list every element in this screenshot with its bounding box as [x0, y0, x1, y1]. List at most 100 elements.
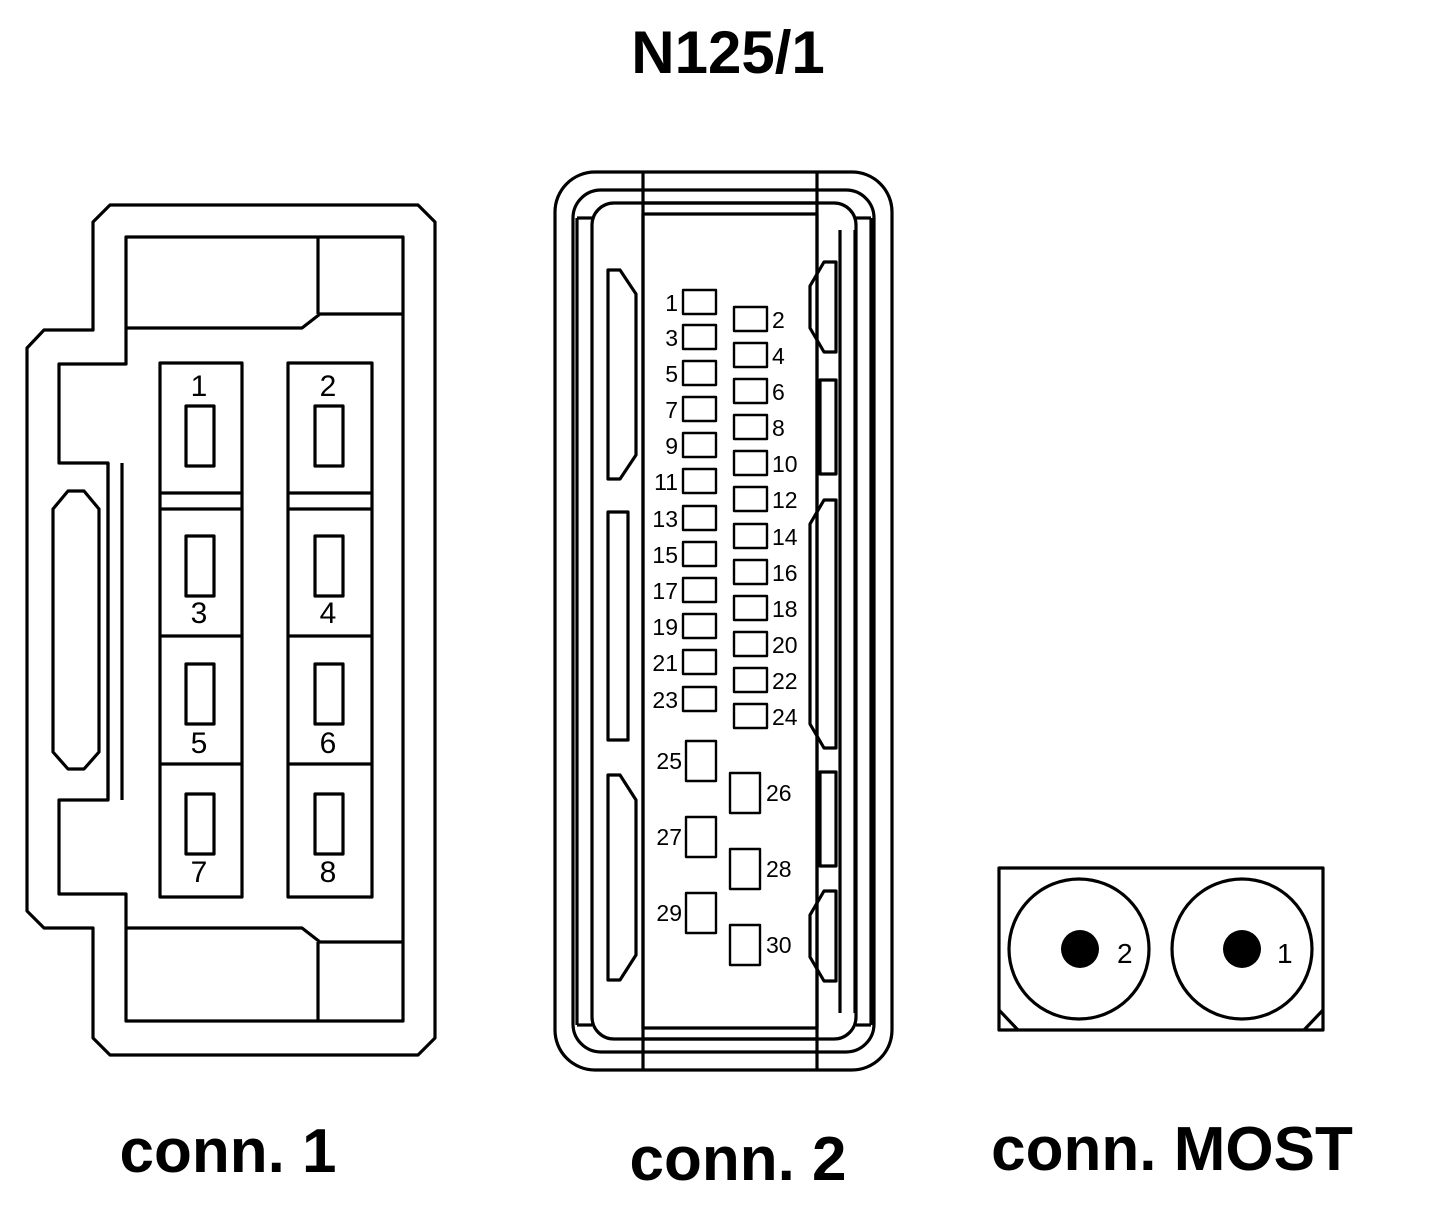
- conn2-pin-label: 1: [665, 290, 678, 316]
- conn2-pin-label: 10: [772, 451, 798, 477]
- conn1-pin-terminal: [313, 404, 345, 468]
- conn1-pin-label: 6: [320, 727, 337, 760]
- conn1-pin-label: 1: [191, 370, 208, 403]
- conn2-pin-terminal: [732, 413, 769, 441]
- conn2-pin-label: 11: [654, 469, 678, 495]
- connector-most-housing: [997, 866, 1325, 1032]
- conn2-pin-label: 6: [772, 379, 785, 405]
- conn2-pin: 3: [665, 323, 718, 351]
- connector-2-pins: 1234567891011121314151617181920212223242…: [652, 288, 798, 967]
- conn1-pin-terminal: [184, 792, 216, 856]
- conn2-pin-label: 13: [652, 506, 678, 532]
- conn2-pin-label: 20: [772, 632, 798, 658]
- conn2-pin-label: 25: [656, 748, 682, 774]
- connector-2-caption: conn. 2: [629, 1125, 846, 1194]
- conn2-pin-terminal: [681, 612, 718, 640]
- connector-1-caption: conn. 1: [119, 1117, 336, 1186]
- conn2-pin-terminal: [681, 323, 718, 351]
- conn2-pin-terminal: [732, 341, 769, 369]
- conn2-pin: 22: [732, 666, 798, 694]
- conn2-pin-terminal: [728, 847, 762, 891]
- conn2-pin: 2: [732, 305, 785, 333]
- conn2-pin-label: 27: [656, 824, 682, 850]
- conn2-pin-label: 23: [652, 687, 678, 713]
- conn2-pin-terminal: [684, 815, 718, 859]
- conn2-pin-label: 22: [772, 668, 798, 694]
- conn1-pin-terminal: [184, 662, 216, 726]
- conn2-pin-terminal: [681, 504, 718, 532]
- conn1-pin-terminal: [313, 534, 345, 598]
- conn2-pin: 24: [732, 702, 798, 730]
- most-pin-contact: [1223, 930, 1261, 968]
- connector-2-housing: [553, 170, 894, 1072]
- connector-most-caption: conn. MOST: [991, 1115, 1353, 1184]
- conn2-pin: 28: [728, 847, 792, 891]
- conn2-pin: 12: [732, 485, 798, 513]
- conn2-pin-terminal: [681, 395, 718, 423]
- most-pin: 1: [1223, 930, 1293, 969]
- conn2-pin-label: 19: [652, 614, 678, 640]
- conn2-pin-label: 17: [652, 578, 678, 604]
- conn1-pin-label: 7: [191, 856, 208, 889]
- conn2-pin-label: 14: [772, 524, 798, 550]
- conn1-pin-terminal: [184, 404, 216, 468]
- conn2-pin: 11: [654, 467, 718, 495]
- conn2-pin: 25: [656, 739, 718, 783]
- conn1-pin-label: 5: [191, 727, 208, 760]
- conn1-pin: 8: [313, 792, 345, 889]
- conn2-pin-label: 8: [772, 415, 785, 441]
- conn1-pin-label: 2: [320, 370, 337, 403]
- conn2-pin: 10: [732, 449, 798, 477]
- conn2-pin: 27: [656, 815, 718, 859]
- conn2-pin-terminal: [732, 522, 769, 550]
- conn2-pin-terminal: [728, 923, 762, 967]
- conn1-pin: 5: [184, 662, 216, 760]
- conn2-pin: 1: [665, 288, 718, 316]
- conn1-pin: 3: [184, 534, 216, 630]
- conn2-pin-label: 3: [665, 325, 678, 351]
- conn2-pin: 29: [656, 891, 718, 935]
- conn2-pin-label: 29: [656, 900, 682, 926]
- diagram-title: N125/1: [631, 19, 824, 86]
- conn2-pin-label: 9: [665, 433, 678, 459]
- conn2-pin-label: 4: [772, 343, 785, 369]
- connector-1: 1 2 3 4 5 6 7 8 conn. 1: [25, 203, 437, 1186]
- conn1-pin-label: 3: [191, 597, 208, 630]
- conn2-pin-terminal: [681, 685, 718, 713]
- conn2-pin-terminal: [732, 449, 769, 477]
- conn2-pin: 17: [652, 576, 718, 604]
- conn2-pin-terminal: [681, 359, 718, 387]
- conn2-pin: 13: [652, 504, 718, 532]
- conn2-pin: 7: [665, 395, 718, 423]
- conn2-pin-label: 7: [665, 397, 678, 423]
- conn2-pin: 5: [665, 359, 718, 387]
- conn2-pin: 20: [732, 630, 798, 658]
- conn2-pin-label: 26: [766, 780, 792, 806]
- conn2-pin-label: 30: [766, 932, 792, 958]
- conn2-pin-label: 21: [652, 650, 678, 676]
- conn2-pin-terminal: [732, 630, 769, 658]
- conn2-pin: 9: [665, 431, 718, 459]
- conn1-pin: 1: [184, 370, 216, 468]
- conn2-pin: 26: [728, 771, 792, 815]
- conn2-pin-terminal: [681, 467, 718, 495]
- conn2-pin: 4: [732, 341, 785, 369]
- conn2-pin: 6: [732, 377, 785, 405]
- conn2-pin-terminal: [732, 305, 769, 333]
- conn2-pin: 30: [728, 923, 792, 967]
- conn2-pin-terminal: [681, 540, 718, 568]
- conn2-pin-label: 5: [665, 361, 678, 387]
- conn1-pin-label: 4: [320, 597, 337, 630]
- conn2-pin-terminal: [732, 558, 769, 586]
- connector-1-cavity-grid: [158, 361, 374, 899]
- conn2-pin: 19: [652, 612, 718, 640]
- conn2-pin: 18: [732, 594, 798, 622]
- conn2-pin-label: 24: [772, 704, 798, 730]
- most-pin-contact: [1061, 930, 1099, 968]
- conn2-pin: 14: [732, 522, 798, 550]
- conn2-pin-terminal: [681, 431, 718, 459]
- conn2-pin: 8: [732, 413, 785, 441]
- conn2-pin: 15: [652, 540, 718, 568]
